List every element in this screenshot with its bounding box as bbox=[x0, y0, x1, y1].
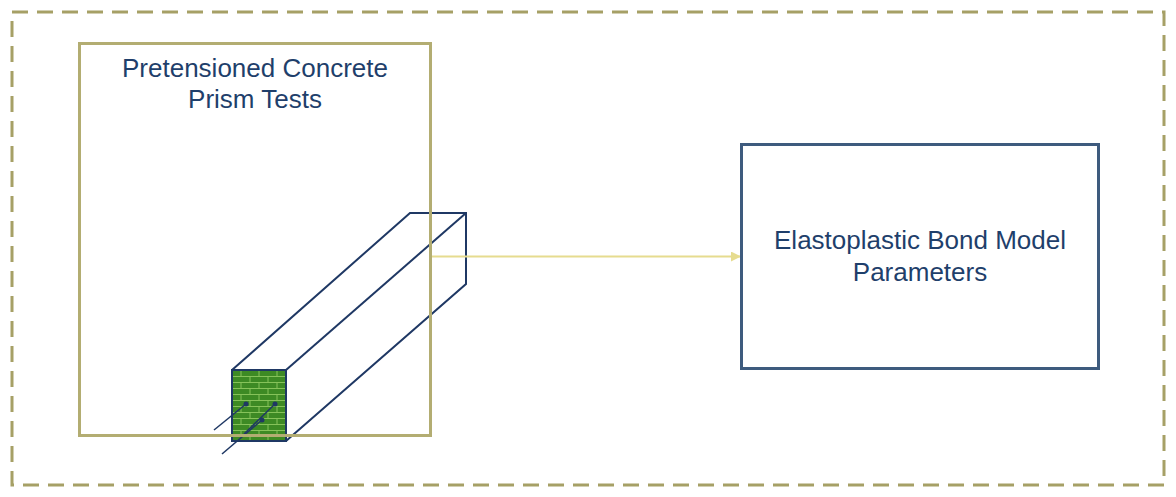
box-label: Elastoplastic Bond Model Parameters bbox=[757, 225, 1083, 287]
prism-end-face bbox=[232, 370, 286, 441]
dashed-frame bbox=[12, 12, 1164, 485]
test-box: Pretensioned Concrete Prism Tests bbox=[78, 42, 432, 437]
strands bbox=[214, 404, 275, 454]
result-box: Elastoplastic Bond Model Parameters bbox=[740, 143, 1100, 370]
box-label: Pretensioned Concrete Prism Tests bbox=[87, 53, 423, 115]
arrow-connector bbox=[432, 256, 740, 258]
strand-ends bbox=[244, 402, 278, 423]
